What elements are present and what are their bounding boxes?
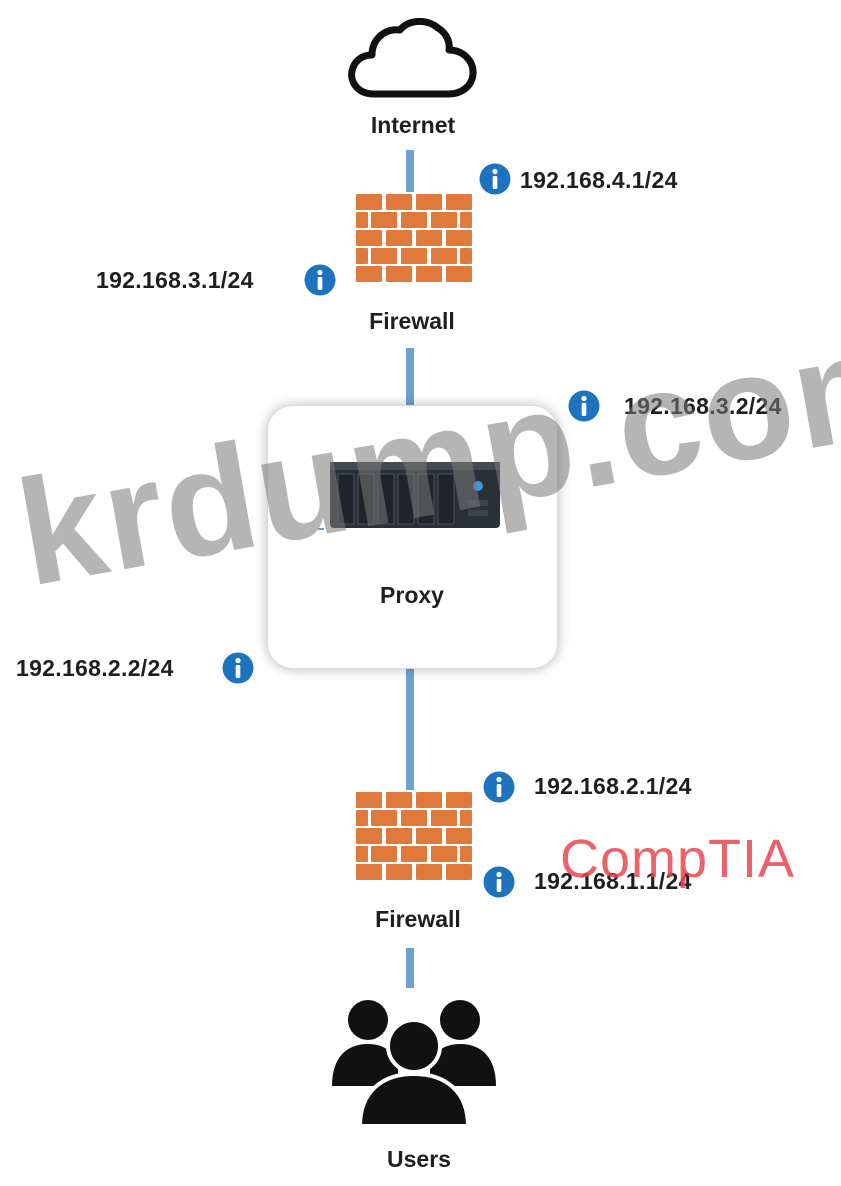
info-icon [483,866,515,898]
link-firewall-users [406,948,414,988]
firewall-bottom-label: Firewall [375,906,461,932]
brand-watermark: CompTIA [560,829,796,889]
info-icon [479,163,511,195]
proxy-label: Proxy [380,582,444,608]
ip-proxy-internal: 192.168.2.2/24 [16,655,174,681]
ip-fw-top-external: 192.168.4.1/24 [520,167,678,193]
server-icon [318,462,500,530]
info-icon [483,771,515,803]
ip-fw-bottom-internal: 192.168.1.1/24 [534,868,692,894]
info-icon [304,264,336,296]
users-label: Users [387,1146,451,1172]
ip-proxy-external: 192.168.3.2/24 [624,393,782,419]
link-firewall-proxy [406,348,414,406]
link-internet-firewall [406,150,414,192]
proxy-node [267,405,558,669]
ip-fw-bottom-external: 192.168.2.1/24 [534,773,692,799]
info-icon [222,652,254,684]
firewall-top-icon [356,194,472,282]
users-icon [332,1000,496,1128]
ip-fw-top-internal: 192.168.3.1/24 [96,267,254,293]
cloud-icon [348,18,477,98]
link-proxy-firewall [406,667,414,790]
firewall-bottom-icon [356,792,472,880]
internet-label: Internet [370,112,456,138]
firewall-top-label: Firewall [369,308,455,334]
info-icon [568,390,600,422]
